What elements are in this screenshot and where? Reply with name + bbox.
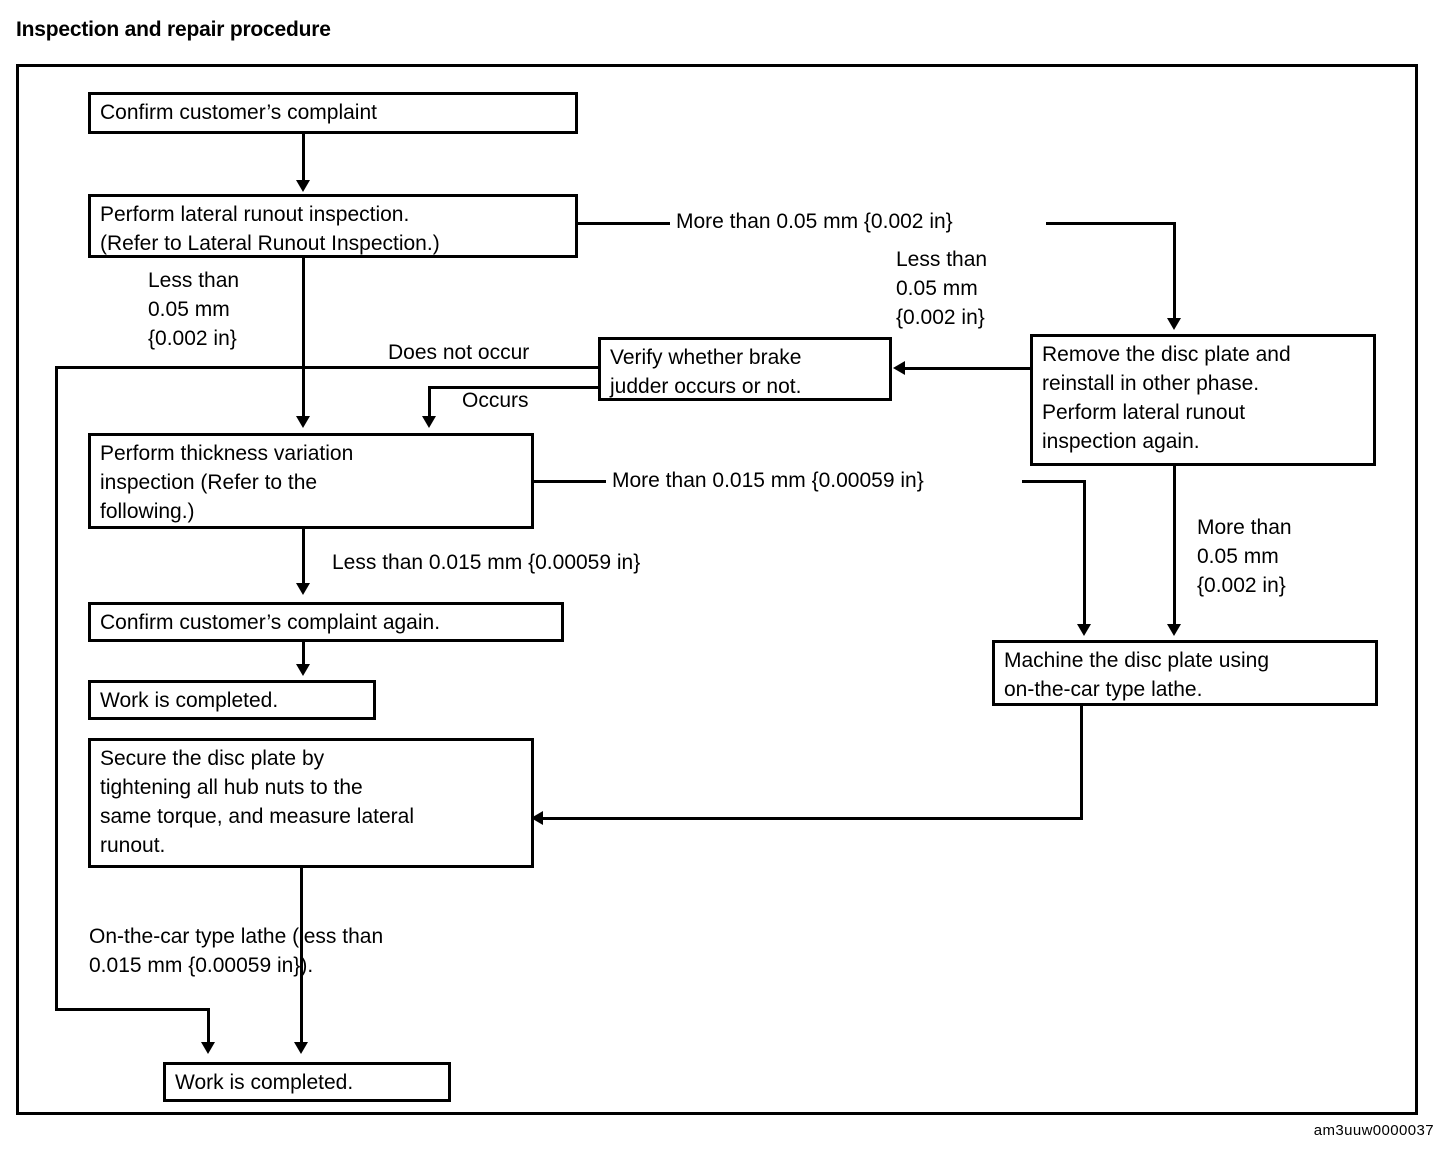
connector-n2-n5 bbox=[302, 258, 305, 418]
edge-label-more-than-0015mm: More than 0.015 mm {0.00059 in} bbox=[612, 469, 924, 492]
connector-n2-right-stub bbox=[578, 222, 670, 225]
diagram-frame bbox=[16, 64, 1418, 1115]
connector-occurs-horizontal bbox=[428, 386, 601, 389]
node-thickness-variation-inspection: Perform thickness variation inspection (… bbox=[88, 433, 534, 529]
edge-label-does-not-occur: Does not occur bbox=[388, 341, 530, 364]
connector-n5-n6 bbox=[302, 529, 305, 585]
node-machine-disc-plate: Machine the disc plate using on-the-car … bbox=[992, 640, 1378, 706]
page-title: Inspection and repair procedure bbox=[16, 18, 331, 41]
arrowhead-left-rail-into-work-completed bbox=[201, 1042, 215, 1054]
edge-label-more-than-005mm-top: More than 0.05 mm {0.002 in} bbox=[676, 210, 953, 233]
node-confirm-complaint: Confirm customer’s complaint bbox=[88, 92, 578, 134]
connector-n6-n7 bbox=[302, 642, 305, 668]
arrowhead-occurs-into-n5 bbox=[422, 416, 436, 428]
image-id-watermark: am3uuw0000037 bbox=[1313, 1122, 1434, 1139]
node-verify-brake-judder: Verify whether brake judder occurs or no… bbox=[598, 337, 892, 401]
arrowhead-n2-n5 bbox=[296, 416, 310, 428]
connector-more-than-0015-to-corner bbox=[1022, 480, 1086, 483]
edge-label-less-than-005mm-right: Less than 0.05 mm {0.002 in} bbox=[896, 248, 988, 329]
node-lateral-runout-inspection: Perform lateral runout inspection. (Refe… bbox=[88, 194, 578, 258]
edge-label-less-than-0015mm: Less than 0.015 mm {0.00059 in} bbox=[332, 551, 641, 574]
arrowhead-into-n4 bbox=[1167, 318, 1181, 330]
arrowhead-n4-n3 bbox=[893, 361, 905, 375]
node-work-completed-lower: Work is completed. bbox=[163, 1062, 451, 1102]
edge-label-on-the-car-type-lathe: On-the-car type lathe (less than 0.015 m… bbox=[89, 925, 384, 977]
connector-left-rail-vertical bbox=[55, 366, 58, 1011]
connector-n5-right-stub bbox=[534, 480, 606, 483]
node-secure-disc-plate: Secure the disc plate by tightening all … bbox=[88, 738, 534, 868]
arrowhead-n6-n7 bbox=[296, 664, 310, 676]
connector-occurs-vertical bbox=[428, 386, 431, 418]
edge-label-less-than-005mm-left: Less than 0.05 mm {0.002 in} bbox=[148, 269, 240, 350]
node-confirm-complaint-again: Confirm customer’s complaint again. bbox=[88, 602, 564, 642]
connector-does-not-occur bbox=[55, 366, 601, 369]
edge-label-occurs: Occurs bbox=[462, 389, 529, 412]
node-work-completed-upper: Work is completed. bbox=[88, 680, 376, 720]
arrowhead-n5-n6 bbox=[296, 583, 310, 595]
node-remove-disc-plate: Remove the disc plate and reinstall in o… bbox=[1030, 334, 1376, 466]
connector-0015-corner-down bbox=[1083, 480, 1086, 626]
connector-n8-n10 bbox=[300, 868, 303, 1046]
connector-n9-down bbox=[1080, 706, 1083, 820]
connector-n1-n2 bbox=[302, 134, 305, 182]
connector-n4-n3 bbox=[905, 367, 1033, 370]
connector-n4-n9 bbox=[1173, 466, 1176, 626]
arrowhead-n1-n2 bbox=[296, 180, 310, 192]
arrowhead-0015-into-n9 bbox=[1077, 624, 1091, 636]
arrowhead-n4-n9 bbox=[1167, 624, 1181, 636]
connector-more-than-005-to-corner bbox=[1046, 222, 1176, 225]
edge-label-more-than-005mm-lower: More than 0.05 mm {0.002 in} bbox=[1197, 516, 1292, 597]
arrowhead-n8-n10 bbox=[294, 1042, 308, 1054]
connector-n9-to-n8-horizontal bbox=[543, 817, 1083, 820]
arrowhead-n9-into-n8 bbox=[531, 811, 543, 825]
connector-left-rail-down-to-box bbox=[207, 1008, 210, 1046]
connector-corner-down-to-n4 bbox=[1173, 222, 1176, 320]
connector-left-rail-bottom bbox=[55, 1008, 210, 1011]
